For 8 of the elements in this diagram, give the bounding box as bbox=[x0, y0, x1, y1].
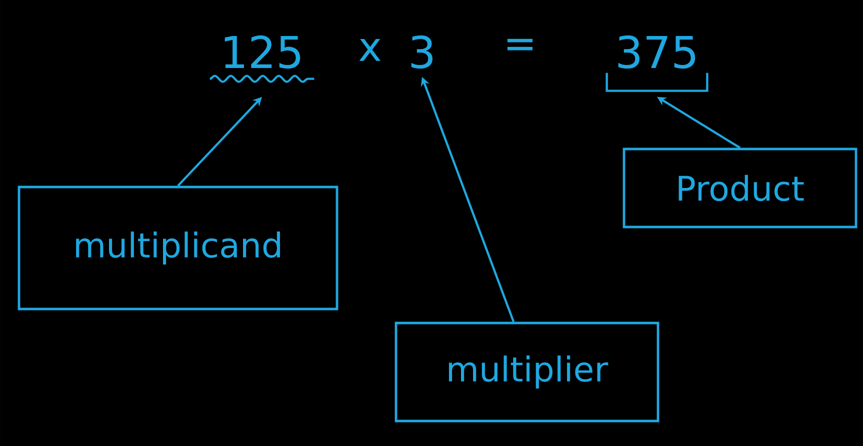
equation-term: 375 bbox=[618, 35, 696, 69]
label-box: multiplier bbox=[394, 322, 660, 422]
label-box: Product bbox=[622, 148, 858, 228]
equation-term: 3 bbox=[411, 35, 432, 69]
equation-symbol: = bbox=[507, 38, 532, 50]
label-box: multiplicand bbox=[18, 186, 338, 310]
equation-term: 125 bbox=[224, 35, 300, 69]
equation-symbol: x bbox=[359, 39, 381, 61]
